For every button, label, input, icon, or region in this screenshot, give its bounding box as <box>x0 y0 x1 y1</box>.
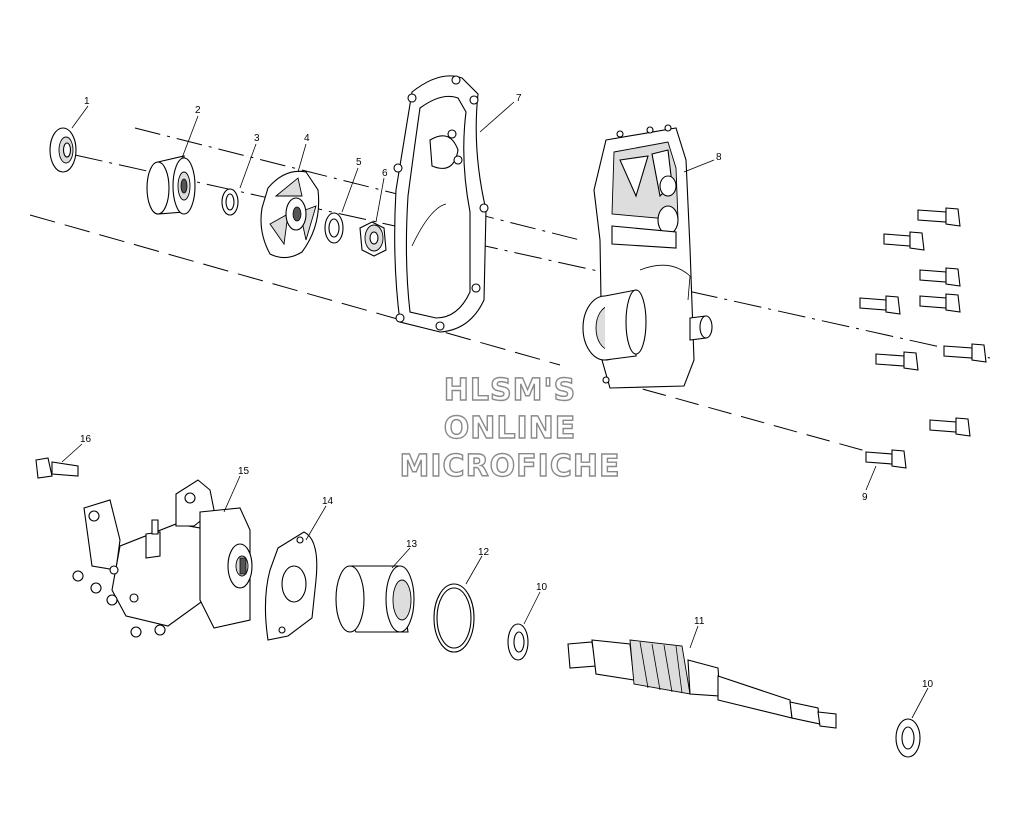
bolt[interactable] <box>917 207 961 227</box>
callout-1: 1 <box>84 96 90 107</box>
callout-11: 11 <box>694 616 705 627</box>
callout-16: 16 <box>80 434 92 445</box>
bearing-part-2[interactable] <box>146 155 196 215</box>
washer-part-5[interactable] <box>324 212 344 244</box>
bolt[interactable] <box>883 231 925 251</box>
watermark-line-2: ONLINE <box>444 411 577 446</box>
bolt[interactable] <box>919 267 961 287</box>
callout-10-upper: 10 <box>536 582 548 593</box>
callout-4: 4 <box>304 133 310 144</box>
callout-7: 7 <box>516 93 522 104</box>
o-ring-part-12[interactable] <box>433 583 475 653</box>
callout-12: 12 <box>478 547 490 558</box>
callout-15: 15 <box>238 466 250 477</box>
gasket-part-7[interactable] <box>393 75 489 333</box>
washer-part-10-lower[interactable] <box>895 718 921 758</box>
bolt[interactable] <box>859 295 901 315</box>
cylinder-part-13[interactable] <box>335 565 415 633</box>
bolt[interactable] <box>865 449 907 469</box>
impeller-part-4[interactable] <box>260 170 320 259</box>
bolt[interactable] <box>875 351 919 371</box>
callout-10-lower: 10 <box>922 679 934 690</box>
washer-part-3[interactable] <box>221 188 239 216</box>
bolt-set-part-9[interactable] <box>859 207 987 469</box>
watermark: HLSM'S ONLINE MICROFICHE <box>399 372 621 484</box>
callout-9: 9 <box>862 492 868 503</box>
seal-part-1[interactable] <box>49 127 77 173</box>
bolt-part-16[interactable] <box>35 457 79 479</box>
housing-cover-part-8[interactable] <box>582 124 713 389</box>
callout-3: 3 <box>254 133 260 144</box>
callout-5: 5 <box>356 157 362 168</box>
watermark-line-1: HLSM'S <box>444 373 576 408</box>
leader-lines <box>61 101 929 719</box>
oil-pump-part-15[interactable] <box>72 479 253 638</box>
callout-6: 6 <box>382 168 388 179</box>
callout-14: 14 <box>322 496 334 507</box>
shaft-part-11[interactable] <box>567 639 837 729</box>
bolt[interactable] <box>929 417 971 437</box>
bolt[interactable] <box>943 343 987 363</box>
center-lines <box>29 127 991 456</box>
watermark-line-3: MICROFICHE <box>400 449 621 484</box>
nut-part-6[interactable] <box>359 221 387 257</box>
washer-part-10-upper[interactable] <box>507 623 529 661</box>
callout-2: 2 <box>195 105 201 116</box>
callout-labels: 1 2 3 4 5 6 7 8 9 10 10 11 12 13 14 15 1… <box>80 93 934 690</box>
gasket-part-14[interactable] <box>264 531 318 641</box>
bolt[interactable] <box>919 293 961 313</box>
callout-13: 13 <box>406 539 418 550</box>
callout-8: 8 <box>716 152 722 163</box>
